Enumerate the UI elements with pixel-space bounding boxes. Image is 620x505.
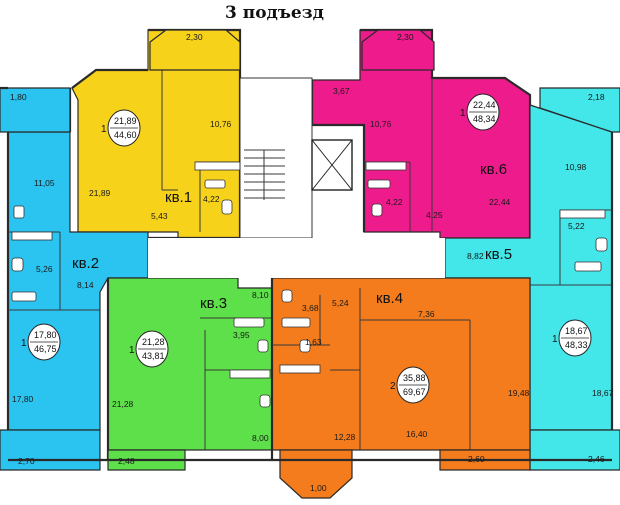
svg-text:48,33: 48,33	[565, 340, 588, 350]
stair-steps	[244, 149, 285, 200]
apartment-1	[71, 28, 242, 240]
svg-text:43,81: 43,81	[142, 351, 165, 361]
a6-room-area: 22,44	[489, 197, 511, 207]
a2-bath-area: 5,26	[36, 264, 53, 274]
a6-corr-area: 3,67	[333, 86, 350, 96]
a5-room-area: 18,67	[592, 388, 614, 398]
a4-kitchen-area: 12,28	[334, 432, 356, 442]
apt4-area-badge: 2 35,88 69,67	[390, 366, 430, 404]
a3-room-area: 21,28	[112, 399, 134, 409]
a6-kitchen-area: 10,76	[370, 119, 392, 129]
svg-text:21,89: 21,89	[114, 116, 137, 126]
svg-text:69,67: 69,67	[403, 387, 426, 397]
a1-room-area: 21,89	[89, 188, 111, 198]
apt3-area-badge: 1 21,28 43,81	[129, 330, 169, 368]
apt1-label: кв.1	[165, 189, 192, 206]
a6-bath-area: 4,22	[386, 197, 403, 207]
apt5-label: кв.5	[485, 246, 512, 263]
elevator-shaft-icon	[311, 139, 353, 191]
svg-text:1: 1	[552, 334, 558, 345]
a5-hall-area: 8,82	[467, 251, 484, 261]
apt2-label: кв.2	[72, 255, 99, 272]
a3-balcony-area: 2,48	[118, 456, 135, 466]
apartment-3	[106, 277, 273, 460]
a4-hall-area: 7,36	[418, 309, 435, 319]
svg-text:22,44: 22,44	[473, 100, 496, 110]
apartment-1-balcony	[149, 29, 241, 71]
a4-balcony2-area: 2,60	[468, 454, 485, 464]
a5-balcony-bottom-area: 2,46	[588, 454, 605, 464]
svg-text:2: 2	[390, 381, 396, 392]
apartment-4-balcony-bay	[279, 449, 353, 499]
a1-balcony-area: 2,30	[186, 32, 203, 42]
a4-room2-area: 19,48	[508, 388, 530, 398]
a3-hall-area: 8,10	[252, 290, 269, 300]
a2-hall-area: 8,14	[77, 280, 94, 290]
entrance-title: 3 подъезд	[225, 3, 324, 23]
a2-kitchen-area: 11,05	[34, 178, 55, 188]
a4-corr-area: 5,24	[332, 298, 349, 308]
svg-text:1: 1	[101, 124, 107, 135]
svg-text:46,75: 46,75	[34, 344, 57, 354]
apt6-label: кв.6	[480, 161, 507, 178]
stairwell	[148, 77, 445, 278]
apt3-label: кв.3	[200, 295, 227, 312]
svg-text:44,60: 44,60	[114, 130, 137, 140]
apartment-6-balcony	[361, 29, 435, 71]
apartment-2-balcony-bottom	[0, 429, 101, 471]
svg-text:21,28: 21,28	[142, 337, 165, 347]
a5-kitchen-area: 10,98	[565, 162, 587, 172]
apartment-5-balcony-top	[539, 87, 620, 133]
a5-bath-area: 5,22	[568, 221, 585, 231]
svg-text:35,88: 35,88	[403, 373, 426, 383]
apartment-3-fill	[107, 277, 273, 451]
a3-bath-area: 3,95	[233, 330, 250, 340]
apt4-label: кв.4	[376, 290, 403, 307]
apt2-area-badge: 1 17,80 46,75	[21, 323, 61, 361]
a6-balcony-area: 2,30	[397, 32, 414, 42]
apartment-4	[270, 277, 531, 460]
a4-bath1-area: 3,68	[302, 303, 319, 313]
svg-text:1: 1	[129, 345, 135, 356]
a2-balcony-bottom-area: 2,70	[18, 456, 35, 466]
apt6-area-badge: 1 22,44 48,34	[460, 93, 500, 131]
a4-wc-area: 1,63	[305, 337, 322, 347]
apartment-2-balcony-top	[0, 87, 71, 133]
a4-balcony1-area: 1,00	[310, 483, 327, 493]
a3-kitchen-area: 8,00	[252, 433, 269, 443]
a2-room-area: 17,80	[12, 394, 34, 404]
a2-balcony-top-area: 1,80	[10, 92, 27, 102]
svg-text:18,67: 18,67	[565, 326, 588, 336]
svg-text:1: 1	[21, 338, 27, 349]
svg-text:17,80: 17,80	[34, 330, 57, 340]
a1-bath-area: 4,22	[203, 194, 220, 204]
apt1-area-badge: 1 21,89 44,60	[101, 109, 141, 147]
a5-balcony-top-area: 2,18	[588, 92, 605, 102]
a6-hall-area: 4,25	[426, 210, 443, 220]
a1-hall-area: 5,43	[151, 211, 168, 221]
svg-text:48,34: 48,34	[473, 114, 496, 124]
svg-text:1: 1	[460, 108, 466, 119]
apartment-5-balcony-bottom	[529, 429, 620, 471]
a1-kitchen-area: 10,76	[210, 119, 232, 129]
apt5-area-badge: 1 18,67 48,33	[552, 319, 592, 357]
a4-room1-area: 16,40	[406, 429, 428, 439]
